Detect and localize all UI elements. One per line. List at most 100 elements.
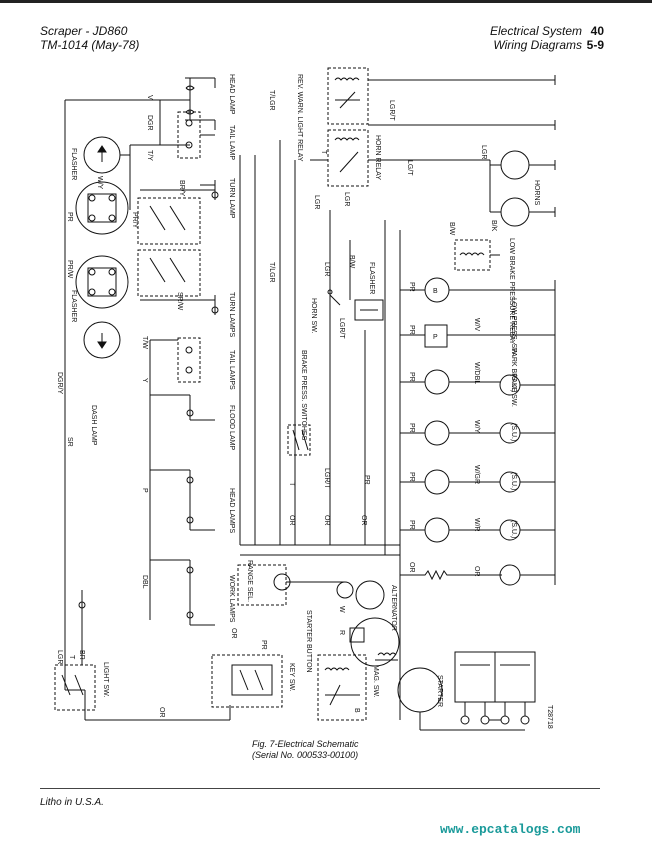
bottom-rule bbox=[40, 788, 600, 789]
wire-label-b: B bbox=[353, 708, 360, 713]
caption-title: Fig. 7-Electrical Schematic bbox=[252, 739, 359, 749]
wire-label-pr-8: PR bbox=[363, 475, 370, 485]
wire-label-or-6: OR bbox=[360, 515, 367, 526]
horn-switch bbox=[327, 289, 341, 306]
wire-label-lgr-3: LGR bbox=[313, 195, 320, 209]
wire-label-p: P bbox=[141, 488, 148, 493]
manual-code: TM-1014 (May-78) bbox=[40, 38, 140, 52]
wire-label-lgr-4: LGR bbox=[323, 262, 330, 276]
wire-label-sr-w: SR/W bbox=[176, 292, 183, 311]
turn-lamps-bottom bbox=[200, 295, 219, 315]
wire-label-pr-w: PR/W bbox=[66, 260, 73, 279]
mag-switch bbox=[317, 654, 367, 721]
tail-lamps-label: TAIL LAMPS bbox=[228, 350, 235, 390]
wire-label-t-lgr-2: T/LGR bbox=[268, 262, 275, 283]
low-press-sw-label: LOW PRESS. SW. bbox=[510, 298, 517, 356]
head-lamp-top-label: HEAD LAMP bbox=[228, 74, 235, 115]
wire-label-pr-6: PR bbox=[408, 472, 415, 482]
starter-button bbox=[336, 580, 385, 610]
wire-label-or-7: OR bbox=[230, 628, 237, 639]
tail-lamp-top-label: TAIL LAMP bbox=[228, 125, 235, 160]
turn-lamps-bottom-label: TURN LAMPS bbox=[228, 292, 235, 337]
wire-label-br-y: BR/Y bbox=[178, 180, 185, 197]
horns bbox=[489, 150, 556, 227]
wire-label-w-y: W/Y bbox=[96, 176, 103, 190]
wire-label-pr-9: PR bbox=[260, 640, 267, 650]
header-left: Scraper - JD860 TM-1014 (May-78) bbox=[40, 24, 139, 52]
wire-label-sr: SR bbox=[66, 437, 73, 447]
head-lamps bbox=[150, 469, 215, 531]
brake-press-switches-label: BRAKE PRESS. SWITCHES bbox=[300, 350, 307, 441]
work-lamps-label: WORK LAMPS bbox=[228, 575, 235, 623]
wire-label-t-lgr: T/LGR bbox=[268, 90, 275, 111]
wire-label-t: T bbox=[68, 655, 75, 660]
wire-label-or-3: OR bbox=[408, 562, 415, 573]
svg-text:P: P bbox=[433, 334, 438, 341]
left-bus-wires bbox=[64, 99, 231, 721]
wire-label-lgr-t: LGR/T bbox=[388, 100, 395, 121]
flasher-center-label: FLASHER bbox=[368, 262, 375, 294]
header-right: Electrical System Wiring Diagrams bbox=[490, 24, 582, 52]
key-switch-label: KEY SW. bbox=[288, 663, 295, 692]
wire-label-w-gr: W/GR bbox=[473, 465, 480, 484]
flasher-left-bottom bbox=[75, 255, 129, 359]
wire-label-pr-4: PR bbox=[408, 372, 415, 382]
wire-label-or-5: OR bbox=[323, 515, 330, 526]
wire-label-w-dbl: W/DBL bbox=[473, 362, 480, 384]
wire-label-t-3: T bbox=[320, 150, 327, 155]
wire-label-w-y-2: W/Y bbox=[473, 420, 480, 434]
flasher-left-top-label: FLASHER bbox=[70, 148, 77, 180]
wire-label-pr-y: PR/Y bbox=[131, 212, 138, 229]
page-number: 40 bbox=[590, 24, 604, 38]
figure-code-label: T28718 bbox=[546, 705, 553, 729]
wire-label-lgr: LGR bbox=[56, 650, 63, 664]
wire-label-w: W bbox=[338, 606, 345, 613]
key-switch bbox=[211, 654, 283, 708]
wire-label-b-w-2: B/W bbox=[448, 222, 455, 236]
figure-caption: Fig. 7-Electrical Schematic (Serial No. … bbox=[252, 739, 359, 761]
flood-lamp-label: FLOOD LAMP bbox=[228, 405, 235, 450]
subsection-title: Wiring Diagrams bbox=[493, 38, 582, 52]
wire-label-r: R bbox=[338, 630, 345, 635]
wire-label-pr-7: PR bbox=[408, 520, 415, 530]
flasher-center bbox=[354, 299, 384, 321]
model-title: Scraper - JD860 bbox=[40, 24, 128, 38]
wire-label-dbl: DBL bbox=[141, 575, 148, 589]
wire-label-pr-3: PR bbox=[408, 325, 415, 335]
wire-label-b-w: B/W bbox=[348, 255, 355, 269]
horns-label: HORNS bbox=[533, 180, 540, 206]
wire-label-y: Y bbox=[141, 378, 148, 383]
center-trunk-wires bbox=[239, 140, 401, 720]
tail-lamps bbox=[149, 337, 201, 620]
su-label-1: (S.U.) bbox=[510, 374, 517, 392]
wire-label-t-2: T bbox=[288, 482, 295, 487]
batteries bbox=[419, 651, 536, 731]
wire-label-pr-5: PR bbox=[408, 423, 415, 433]
horn-relay-label: HORN RELAY bbox=[374, 135, 381, 180]
wire-label-w-r: W/R bbox=[473, 518, 480, 532]
wire-label-dgr: DGR bbox=[146, 115, 153, 131]
su-label-3: (S.U.) bbox=[510, 472, 517, 490]
starter-button-label: STARTER BUTTON bbox=[305, 610, 312, 673]
turn-lamp-top-label: TURN LAMP bbox=[228, 178, 235, 219]
wire-label-b-k: B/K bbox=[490, 220, 497, 232]
wire-label-lgr-t-2: LGR/T bbox=[338, 318, 345, 339]
watermark-url[interactable]: www.epcatalogs.com bbox=[440, 822, 581, 837]
head-lamp-top bbox=[160, 77, 216, 130]
rev-warn-relay-label: REV. WARN. LIGHT RELAY bbox=[296, 74, 303, 162]
wire-label-t-w: T/W bbox=[141, 336, 148, 349]
light-switch-label: LIGHT SW. bbox=[102, 662, 109, 697]
range-sel-label: RANGE SEL. bbox=[246, 560, 253, 602]
section-title: Electrical System bbox=[489, 24, 582, 38]
wire-label-lgr-5: LGR bbox=[480, 145, 487, 159]
work-lamps bbox=[150, 559, 215, 626]
wire-label-v: V bbox=[146, 95, 153, 100]
mag-switch-label: MAG. SW. bbox=[372, 665, 379, 698]
wire-label-lg-t: LG/T bbox=[406, 160, 413, 176]
light-switch bbox=[54, 590, 96, 711]
top-rule bbox=[0, 0, 652, 3]
horn-relay bbox=[310, 129, 490, 187]
wire-label-w-v: W/V bbox=[473, 318, 480, 332]
caption-serial: (Serial No. 000533-00100) bbox=[252, 750, 359, 760]
